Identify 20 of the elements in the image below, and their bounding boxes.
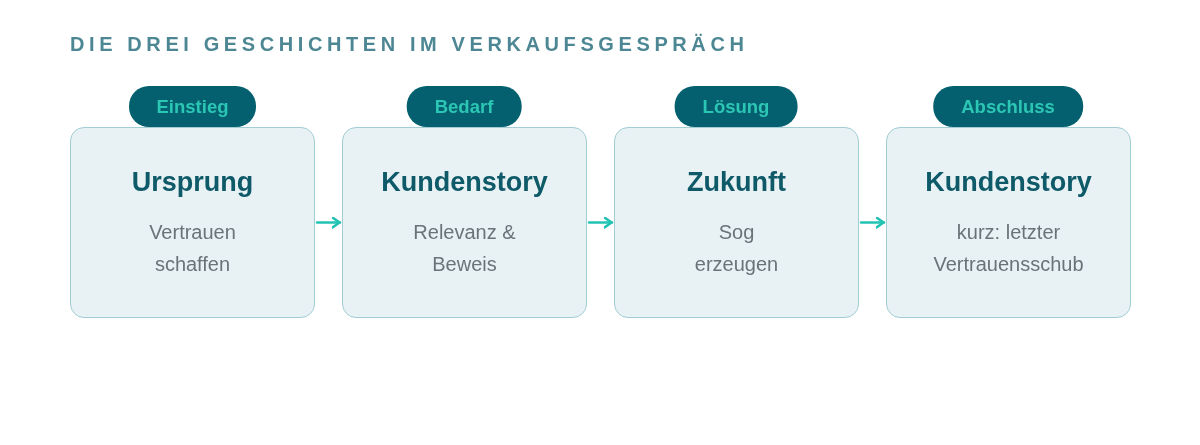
phase-badge: Bedarf: [406, 86, 522, 127]
page-title: DIE DREI GESCHICHTEN IM VERKAUFSGESPRÄCH: [70, 33, 749, 56]
card-title: Zukunft: [686, 166, 787, 198]
card-description: kurz: letzter Vertrauensschub: [932, 220, 1085, 277]
phase-badge: Abschluss: [933, 86, 1083, 127]
arrow: [859, 216, 886, 229]
card-title: Kundenstory: [380, 166, 549, 198]
card-title: Ursprung: [130, 166, 255, 198]
card-title: Kundenstory: [924, 166, 1093, 198]
phase-badge: Lösung: [674, 86, 798, 127]
step-card: [342, 127, 587, 318]
card-description: Sog erzeugen: [693, 220, 780, 277]
step-card: [70, 127, 315, 318]
step-card: [886, 127, 1131, 318]
phase-badge: Einstieg: [128, 86, 257, 127]
card-description: Vertrauen schaffen: [148, 220, 237, 277]
arrow: [315, 216, 342, 229]
step-card: [614, 127, 859, 318]
card-description: Relevanz & Beweis: [412, 220, 517, 277]
arrow: [587, 216, 614, 229]
